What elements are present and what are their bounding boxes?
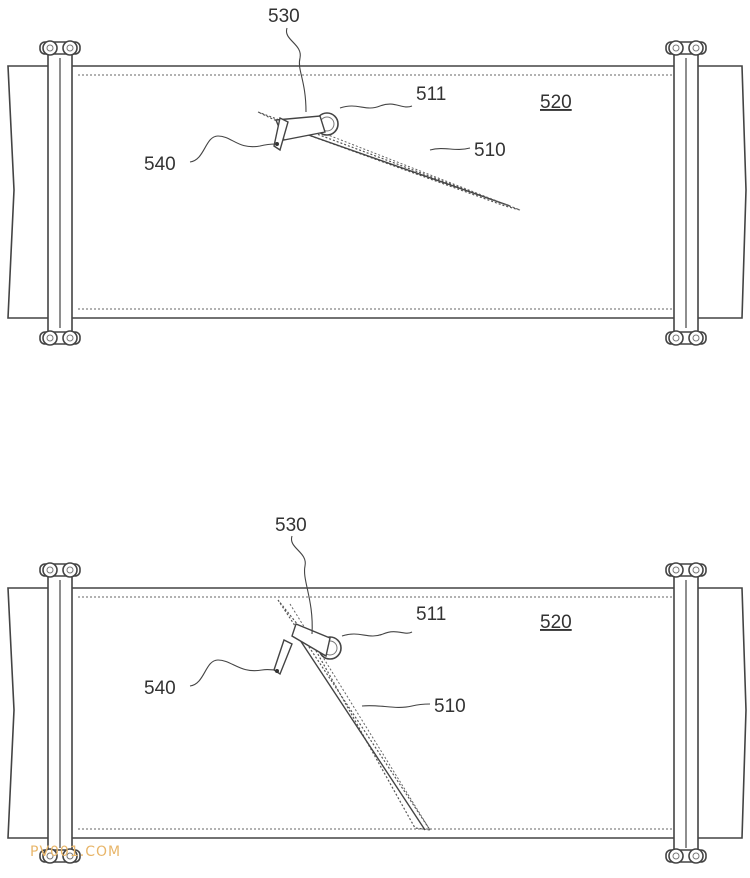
label-530-bottom: 530 xyxy=(275,515,307,536)
leader-511-top xyxy=(339,103,413,109)
leader-530-top xyxy=(285,27,307,113)
left-flange-bottom xyxy=(39,562,81,864)
lever-540-bottom xyxy=(273,639,293,676)
leader-510-top xyxy=(429,147,471,151)
label-511-top: 511 xyxy=(416,84,446,105)
lever-arm-bottom xyxy=(291,623,331,658)
label-530-top: 530 xyxy=(268,6,300,27)
figure-top: 530 511 520 510 540 xyxy=(7,6,747,346)
label-511-bottom: 511 xyxy=(416,604,446,625)
label-520-bottom: 520 xyxy=(540,612,572,633)
pipe-body-top xyxy=(7,65,747,319)
figure-bottom: 530 511 520 510 540 xyxy=(7,515,747,864)
label-510-top: 510 xyxy=(474,140,506,161)
label-540-top: 540 xyxy=(144,154,176,175)
label-540-bottom: 540 xyxy=(144,678,176,699)
watermark: PV001.COM xyxy=(30,844,122,860)
right-flange-top xyxy=(665,40,707,346)
leader-540-bottom xyxy=(189,659,276,687)
leader-511-bottom xyxy=(341,631,413,637)
leader-510-bottom xyxy=(361,703,431,708)
label-510-bottom: 510 xyxy=(434,696,466,717)
pipe-body-bottom xyxy=(7,587,747,839)
right-flange-bottom xyxy=(665,562,707,864)
leader-540-top xyxy=(189,135,277,163)
left-flange-top xyxy=(39,40,81,346)
leader-530-bottom xyxy=(290,535,313,635)
lever-540-top xyxy=(273,116,289,152)
label-520-top: 520 xyxy=(540,92,572,113)
